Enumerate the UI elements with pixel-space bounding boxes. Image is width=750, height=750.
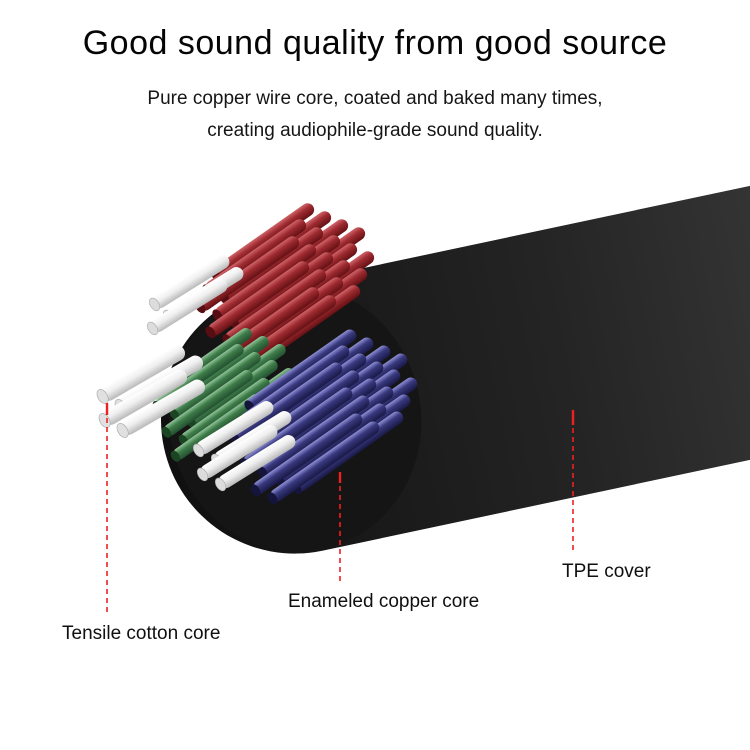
label-tpe-cover: TPE cover (562, 561, 651, 582)
label-enameled-copper-core: Enameled copper core (288, 591, 480, 612)
subtitle-line-2: creating audiophile-grade sound quality. (207, 120, 543, 141)
subtitle-line-1: Pure copper wire core, coated and baked … (147, 88, 603, 109)
page-title: Good sound quality from good source (82, 24, 668, 62)
label-tensile-cotton-core: Tensile cotton core (62, 623, 221, 644)
